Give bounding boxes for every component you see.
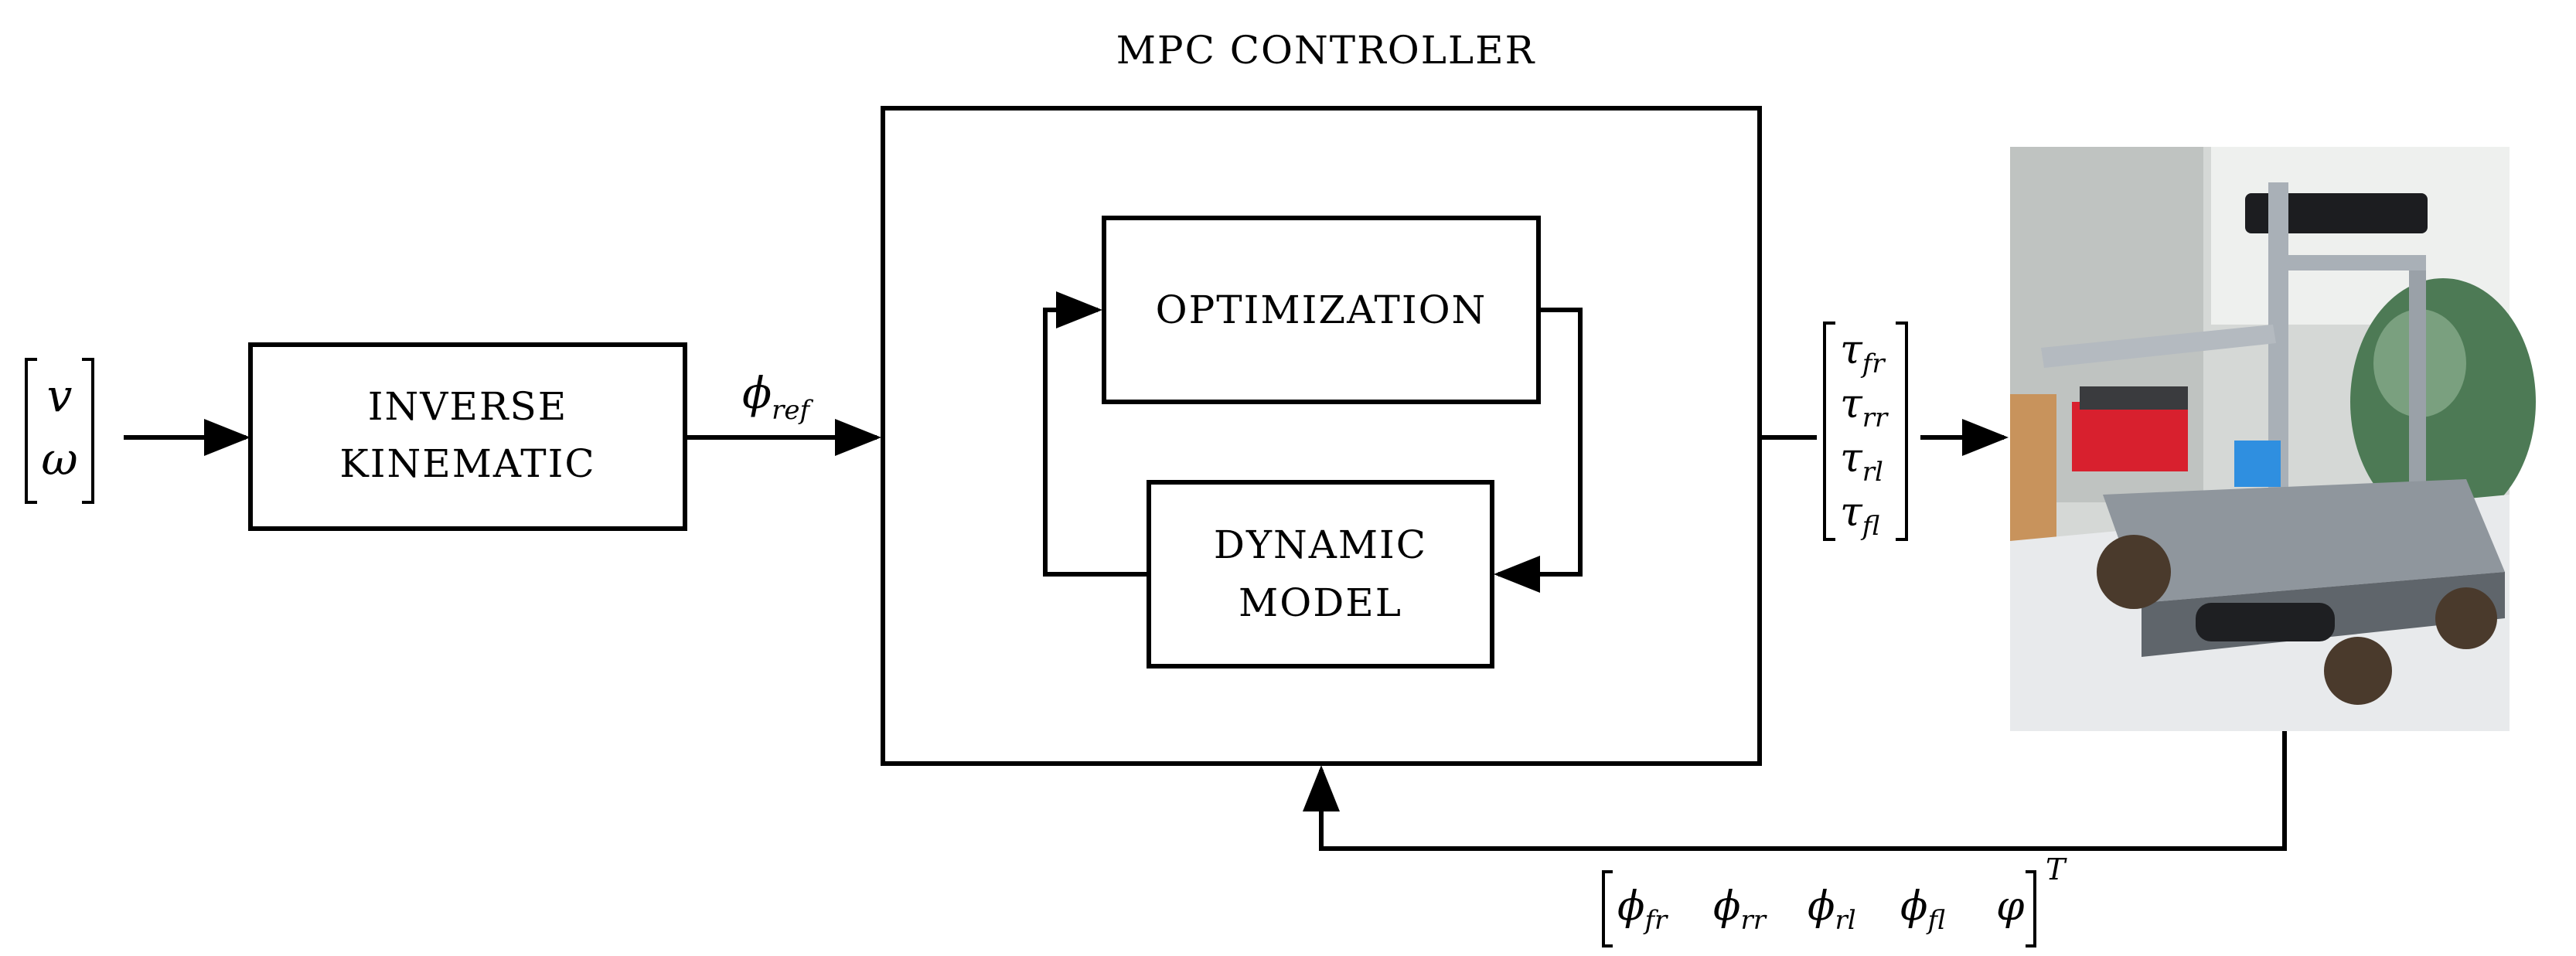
feedback-phi-fl: ϕfl <box>1900 883 1945 936</box>
arrow-feedback-to-mpc <box>1303 731 2287 851</box>
torque-fl-subscript: fl <box>1860 511 1880 542</box>
torque-vector: τfr τrr τrl τfl <box>1823 322 1908 542</box>
inverse-kinematic-block <box>248 342 687 531</box>
mpc-controller-title: MPC CONTROLLER <box>1116 28 1536 73</box>
input-bracket-right <box>82 358 94 504</box>
torque-rl-symbol: τ <box>1840 435 1863 481</box>
input-v: v <box>47 369 73 422</box>
photo-wheel-front-left <box>2097 535 2171 609</box>
photo-crossbar <box>2268 255 2426 270</box>
dynamic-model-block <box>1147 480 1494 669</box>
feedback-phi-rl-symbol: ϕ <box>1808 883 1835 930</box>
torque-fl-symbol: τ <box>1840 489 1863 536</box>
input-omega: ω <box>41 433 77 485</box>
feedback-phi-rr-subscript: rr <box>1740 905 1767 936</box>
torque-fr-subscript: fr <box>1860 349 1886 379</box>
feedback-phi-rl: ϕrl <box>1808 883 1856 936</box>
torque-fr-symbol: τ <box>1840 327 1863 373</box>
photo-chassis <box>2103 479 2505 603</box>
torque-rr-subscript: rr <box>1862 403 1889 434</box>
feedback-varphi: φ <box>1996 883 2025 930</box>
torque-fl: τfl <box>1840 489 1879 542</box>
feedback-phi-fl-subscript: fl <box>1925 905 1945 936</box>
photo-blue-part <box>2234 441 2281 487</box>
photo-red-unit-top <box>2080 386 2188 410</box>
feedback-vector: ϕfr ϕrr ϕrl ϕfl φ T <box>1602 852 2067 947</box>
torque-fr: τfr <box>1840 327 1886 379</box>
photo-wheel-rear-left <box>2324 637 2392 705</box>
photo-vertical-mast-right <box>2409 263 2426 518</box>
torque-rr: τrr <box>1840 381 1889 434</box>
inverse-kinematic-label-line1: INVERSE <box>368 384 568 429</box>
feedback-phi-fr-symbol: ϕ <box>1617 883 1644 930</box>
feedback-bracket-left <box>1602 870 1613 947</box>
feedback-bracket-right <box>2026 870 2036 947</box>
feedback-phi-rr: ϕrr <box>1713 883 1767 936</box>
optimization-label: OPTIMIZATION <box>1156 287 1487 332</box>
feedback-phi-rl-subscript: rl <box>1835 905 1855 936</box>
photo-sensor-bar <box>2245 193 2428 233</box>
dynamic-model-label-line1: DYNAMIC <box>1214 522 1427 567</box>
input-vector: v ω <box>25 358 94 504</box>
torque-bracket-right <box>1896 322 1908 541</box>
input-bracket-left <box>25 358 37 504</box>
dynamic-model-label-line2: MODEL <box>1239 580 1402 625</box>
feedback-phi-fr-subscript: fr <box>1642 905 1668 936</box>
photo-motor <box>2196 603 2335 641</box>
arrow-model-to-optimization <box>1043 291 1149 577</box>
inverse-kinematic-label-line2: KINEMATIC <box>339 441 595 486</box>
phi-ref-subscript: ref <box>772 395 813 426</box>
photo-wheel-front-right <box>2435 587 2497 649</box>
feedback-phi-fl-symbol: ϕ <box>1900 883 1927 930</box>
photo-arm <box>2041 325 2276 368</box>
phi-ref-symbol: ϕ <box>742 369 772 419</box>
robot-photo <box>2010 147 2536 731</box>
photo-red-unit <box>2072 402 2188 471</box>
phi-ref-label: ϕref <box>742 369 814 426</box>
photo-wood-crate <box>2010 394 2056 556</box>
torque-rl-subscript: rl <box>1862 457 1883 488</box>
arrow-optimization-to-model <box>1494 308 1583 593</box>
feedback-transpose: T <box>2046 852 2067 886</box>
feedback-phi-fr: ϕfr <box>1617 883 1668 936</box>
torque-bracket-left <box>1823 322 1835 541</box>
feedback-phi-rr-symbol: ϕ <box>1713 883 1740 930</box>
torque-rl: τrl <box>1840 435 1883 488</box>
torque-rr-symbol: τ <box>1840 381 1863 427</box>
